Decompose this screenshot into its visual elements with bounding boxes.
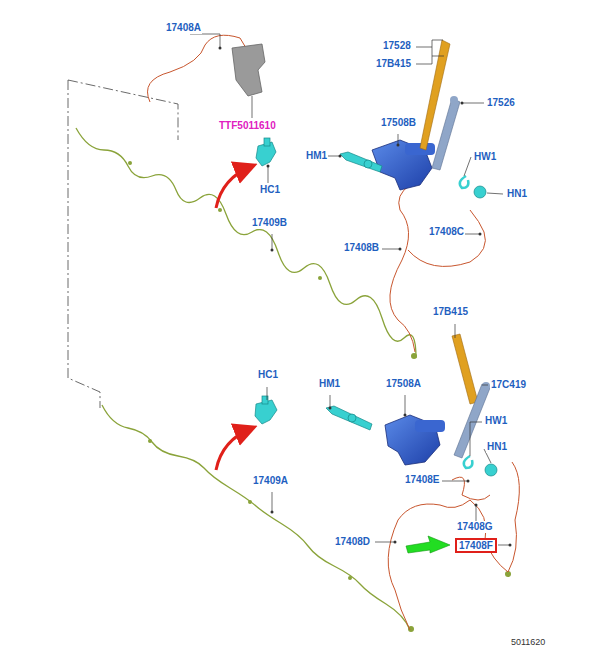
part-number: 17526 bbox=[486, 97, 516, 109]
part-number: 17408C bbox=[428, 226, 465, 238]
part-number: 17508B bbox=[380, 117, 417, 129]
part-number: HM1 bbox=[305, 150, 328, 162]
figure-number: 5011620 bbox=[510, 636, 546, 648]
part-number: HN1 bbox=[506, 188, 528, 200]
part-number: 17408E bbox=[404, 474, 440, 486]
part-number: HC1 bbox=[259, 184, 281, 196]
part-number: 17409A bbox=[252, 475, 289, 487]
part-number: 17508A bbox=[385, 378, 422, 390]
part-number: HW1 bbox=[484, 415, 508, 427]
part-number: 17408G bbox=[456, 521, 494, 533]
part-number: TTF5011610 bbox=[218, 120, 277, 132]
part-number: HN1 bbox=[486, 441, 508, 453]
part-number: 17408D bbox=[334, 536, 371, 548]
part-number: 17408A bbox=[165, 22, 202, 34]
part-number: 17B415 bbox=[432, 306, 469, 318]
part-number: HW1 bbox=[473, 151, 497, 163]
part-number: 17408B bbox=[343, 242, 380, 254]
part-number: HC1 bbox=[257, 369, 279, 381]
part-number: 17528 bbox=[382, 40, 412, 52]
part-number: 17409B bbox=[251, 217, 288, 229]
bracket bbox=[232, 44, 265, 96]
part-number: 17408F bbox=[455, 538, 497, 553]
part-number: 17B415 bbox=[375, 58, 412, 70]
part-number: 17C419 bbox=[490, 379, 527, 391]
part-number: HM1 bbox=[318, 378, 341, 390]
